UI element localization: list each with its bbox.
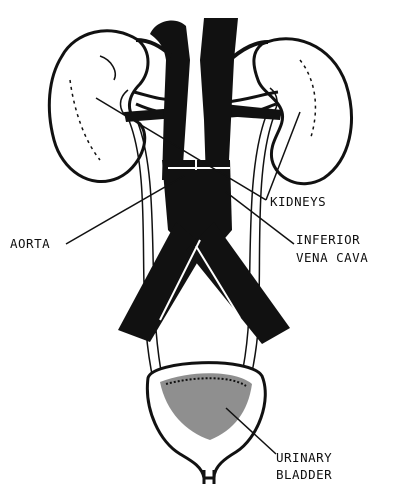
- aorta-label: AORTA: [10, 236, 50, 251]
- bladder-label-line1: URINARY: [276, 450, 332, 465]
- kidneys-label: KIDNEYS: [270, 194, 326, 209]
- bladder-label-line2: BLADDER: [276, 467, 332, 482]
- ivc-label-line1: INFERIOR: [296, 232, 360, 247]
- left-kidney: [49, 31, 148, 182]
- ivc-label-line2: VENA CAVA: [296, 250, 368, 265]
- urinary-bladder: [147, 363, 265, 484]
